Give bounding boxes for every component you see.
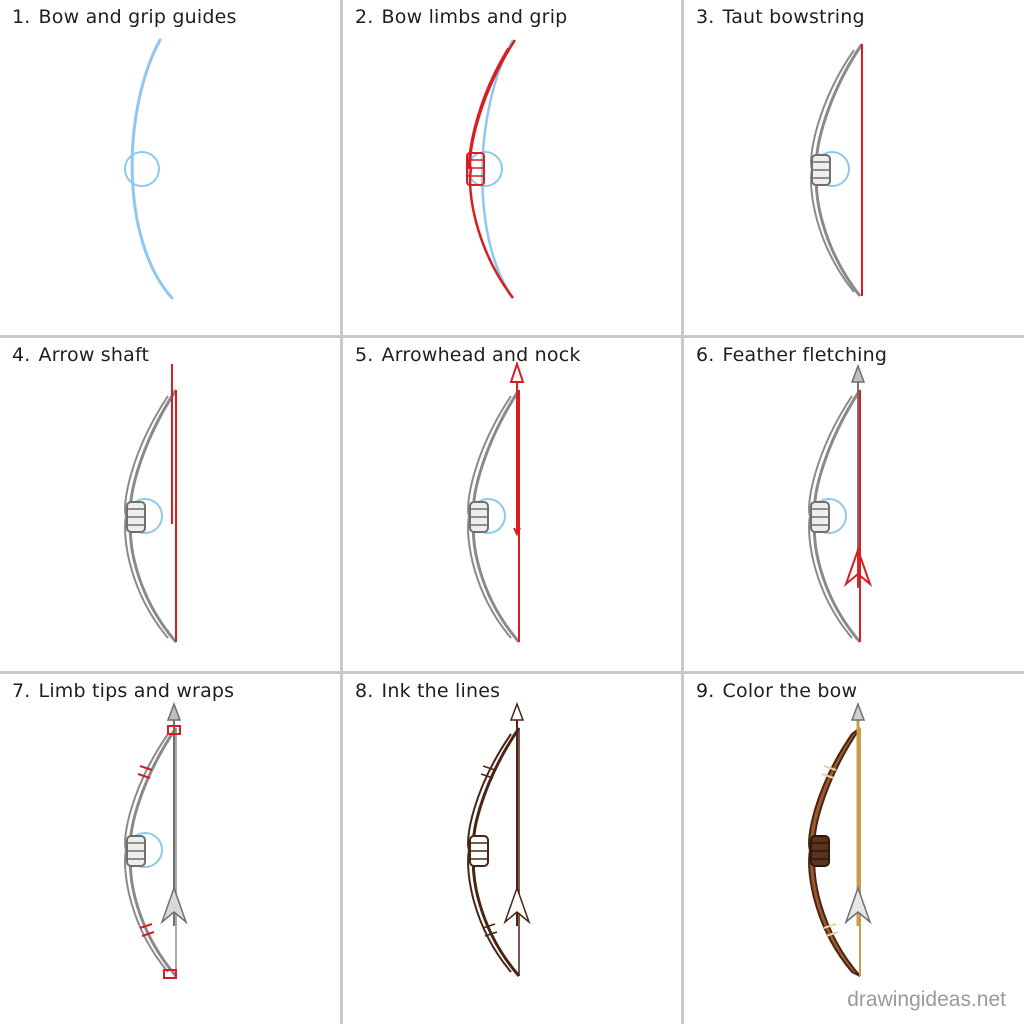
step-label-7: 7.Limb tips and wraps [12,680,235,702]
step-panel-3: 3.Taut bowstring [684,0,1024,335]
step-label-3: 3.Taut bowstring [696,6,865,28]
step-panel-2: 2.Bow limbs and grip [343,0,681,335]
step-label-8: 8.Ink the lines [355,680,501,702]
limb-wraps-sketch [124,701,188,979]
fletching-sketch [808,363,873,643]
grid-divider-v1 [340,0,343,1024]
step-panel-9: 9.Color the bow [684,674,1024,1024]
arrowhead-sketch [467,360,525,643]
bow-guide-sketch [124,38,174,300]
step-label-4: 4.Arrow shaft [12,344,150,366]
arrow-shaft-sketch [124,364,178,643]
step-panel-1: 1.Bow and grip guides [0,0,340,335]
step-panel-7: 7.Limb tips and wraps [0,674,340,1024]
step-panel-4: 4.Arrow shaft [0,338,340,671]
grid-divider-h2 [0,671,1024,674]
step-label-6: 6.Feather fletching [696,344,888,366]
grid-divider-v2 [681,0,684,1024]
step-panel-6: 6.Feather fletching [684,338,1024,671]
bow-with-string-sketch [810,43,864,297]
step-label-5: 5.Arrowhead and nock [355,344,581,366]
step-panel-5: 5.Arrowhead and nock [343,338,681,671]
inked-bow-sketch [467,701,531,977]
colored-bow-drawing [808,701,872,977]
step-label-1: 1.Bow and grip guides [12,6,237,28]
step-label-9: 9.Color the bow [696,680,858,702]
step-label-2: 2.Bow limbs and grip [355,6,568,28]
site-watermark: drawingideas.net [847,988,1006,1011]
grid-divider-h1 [0,335,1024,338]
step-panel-8: 8.Ink the lines [343,674,681,1024]
bow-limbs-sketch [466,39,517,299]
